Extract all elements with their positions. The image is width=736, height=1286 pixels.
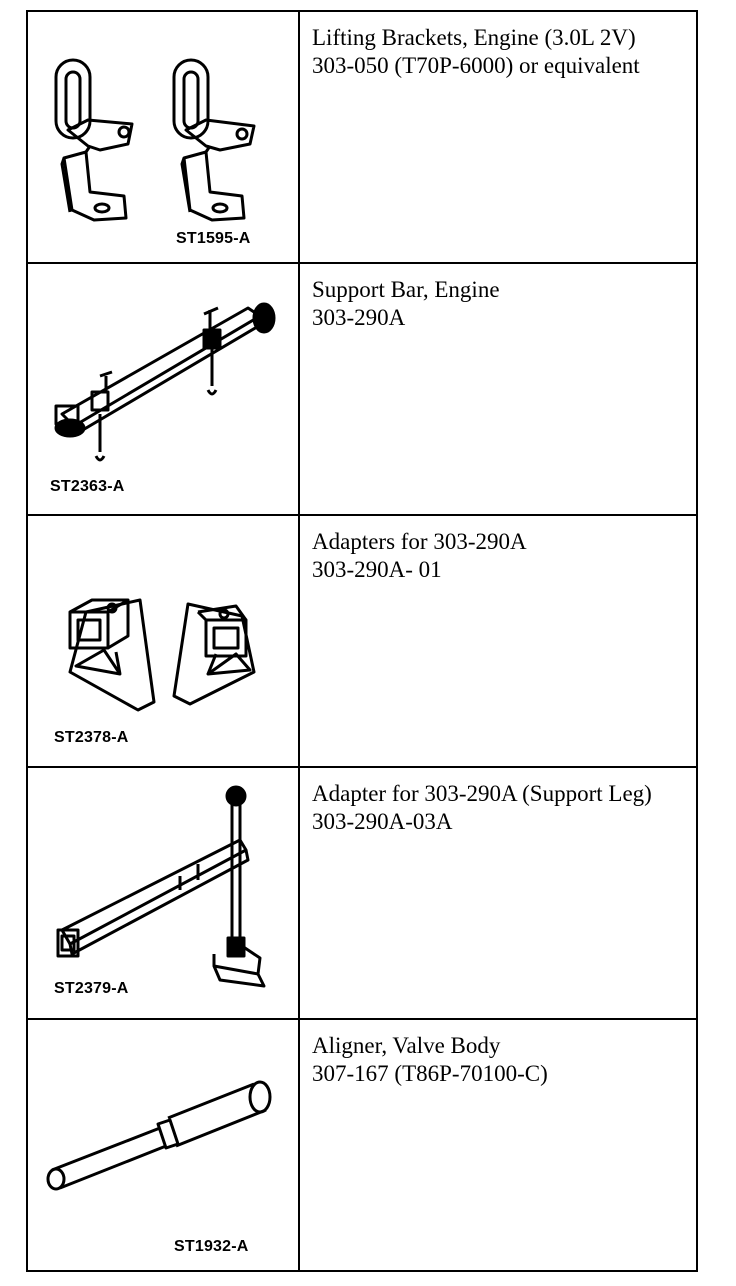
support-leg-adapter-illustration bbox=[56, 785, 266, 988]
tool-description-cell: Adapters for 303-290A 303-290A- 01 bbox=[298, 514, 698, 768]
support-bar-illustration bbox=[54, 302, 276, 462]
tool-row: ST1595-A Lifting Brackets, Engine (3.0L … bbox=[26, 10, 698, 264]
art-code: ST1595-A bbox=[176, 230, 251, 247]
tool-name: Support Bar, Engine bbox=[312, 277, 500, 302]
tool-row: ST2363-A Support Bar, Engine 303-290A bbox=[26, 262, 698, 516]
tool-name: Lifting Brackets, Engine (3.0L 2V) bbox=[312, 25, 636, 50]
art-code: ST1932-A bbox=[174, 1238, 249, 1255]
tool-name: Adapters for 303-290A bbox=[312, 529, 527, 554]
tool-image-cell: ST1932-A bbox=[26, 1018, 300, 1272]
tool-number: 303-290A-03A bbox=[312, 809, 453, 834]
tool-description-cell: Aligner, Valve Body 307-167 (T86P-70100-… bbox=[298, 1018, 698, 1272]
tool-number: 303-050 (T70P-6000) or equivalent bbox=[312, 53, 640, 78]
tool-image-cell: ST2363-A bbox=[26, 262, 300, 516]
tool-row: ST1932-A Aligner, Valve Body 307-167 (T8… bbox=[26, 1018, 698, 1272]
tool-image-cell: ST2379-A bbox=[26, 766, 300, 1020]
adapters-illustration bbox=[68, 598, 256, 712]
tool-row: ST2379-A Adapter for 303-290A (Support L… bbox=[26, 766, 698, 1020]
tool-row: ST2378-A Adapters for 303-290A 303-290A-… bbox=[26, 514, 698, 768]
tool-number: 303-290A bbox=[312, 305, 406, 330]
tool-number: 303-290A- 01 bbox=[312, 557, 442, 582]
lifting-brackets-illustration bbox=[54, 58, 256, 222]
tool-description-cell: Adapter for 303-290A (Support Leg) 303-2… bbox=[298, 766, 698, 1020]
tool-description-cell: Lifting Brackets, Engine (3.0L 2V) 303-0… bbox=[298, 10, 698, 264]
tool-image-cell: ST2378-A bbox=[26, 514, 300, 768]
art-code: ST2379-A bbox=[54, 980, 129, 997]
tool-description-cell: Support Bar, Engine 303-290A bbox=[298, 262, 698, 516]
special-tools-table: ST1595-A Lifting Brackets, Engine (3.0L … bbox=[26, 10, 698, 1272]
art-code: ST2363-A bbox=[50, 478, 125, 495]
art-code: ST2378-A bbox=[54, 729, 129, 746]
tool-name: Adapter for 303-290A (Support Leg) bbox=[312, 781, 652, 806]
tool-number: 307-167 (T86P-70100-C) bbox=[312, 1061, 548, 1086]
tool-image-cell: ST1595-A bbox=[26, 10, 300, 264]
valve-body-aligner-illustration bbox=[46, 1080, 272, 1191]
tool-name: Aligner, Valve Body bbox=[312, 1033, 501, 1058]
